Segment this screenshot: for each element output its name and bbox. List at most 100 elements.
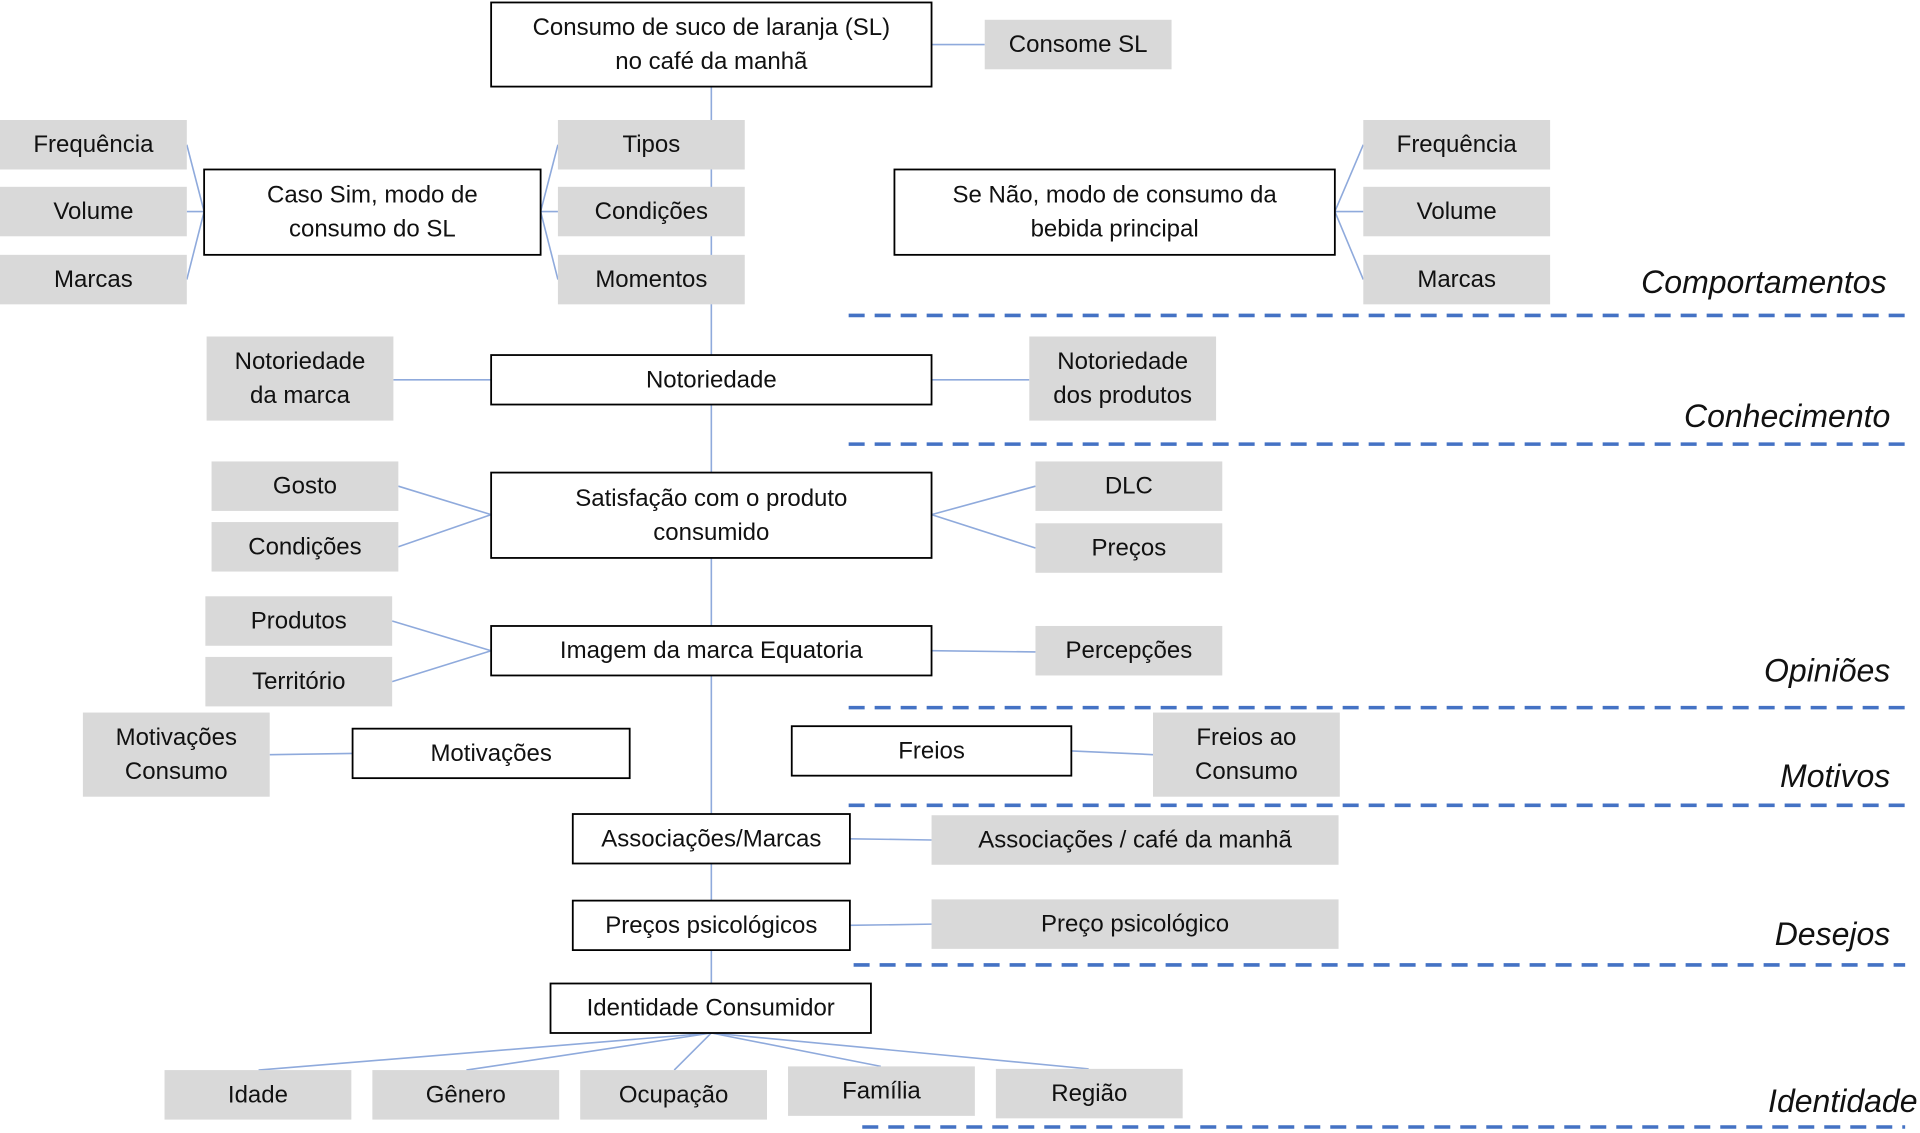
node-sim-momentos: Momentos bbox=[557, 254, 745, 305]
connector-line bbox=[1071, 750, 1154, 756]
node-tag bbox=[1363, 186, 1551, 237]
node-box bbox=[571, 899, 851, 952]
section-label-motivos: Motivos bbox=[1780, 758, 1890, 794]
node-label: Preços psicológicos bbox=[605, 912, 817, 939]
node-label: DLC bbox=[1105, 473, 1153, 500]
node-tag bbox=[211, 522, 399, 572]
connector-line bbox=[849, 923, 932, 927]
node-genero: Gênero bbox=[372, 1070, 560, 1120]
node-label: Freios ao bbox=[1196, 724, 1296, 751]
node-label: Momentos bbox=[595, 266, 707, 293]
node-label: Volume bbox=[1417, 198, 1497, 225]
node-label: Volume bbox=[53, 198, 133, 225]
node-label: Motivações bbox=[116, 724, 237, 751]
connector-line bbox=[539, 211, 559, 280]
connector-line bbox=[269, 752, 353, 756]
node-preco-psicologico: Preço psicológico bbox=[931, 899, 1339, 949]
node-nao-frequencia: Frequência bbox=[1363, 120, 1551, 170]
node-ocupacao: Ocupação bbox=[580, 1070, 768, 1120]
node-sim-marcas: Marcas bbox=[0, 254, 187, 305]
node-box bbox=[490, 354, 933, 406]
connector-line bbox=[539, 144, 559, 212]
node-tag bbox=[164, 1070, 352, 1120]
section-label-desejos: Desejos bbox=[1775, 916, 1891, 952]
connector-line bbox=[849, 837, 932, 841]
node-box bbox=[790, 725, 1073, 777]
node-box bbox=[490, 471, 933, 559]
section-label-opinioes: Opiniões bbox=[1764, 653, 1890, 689]
node-box bbox=[571, 813, 851, 865]
node-precos: Preços bbox=[1035, 523, 1223, 573]
node-tag bbox=[557, 186, 745, 237]
node-label: Território bbox=[252, 668, 345, 695]
node-sim-volume: Volume bbox=[0, 186, 187, 237]
connector-line bbox=[258, 1032, 712, 1071]
node-tag bbox=[931, 899, 1339, 949]
node-label: Condições bbox=[248, 533, 361, 560]
node-label: Marcas bbox=[1417, 266, 1496, 293]
node-label: Produtos bbox=[251, 608, 347, 635]
node-sim-tipos: Tipos bbox=[557, 120, 745, 170]
node-percepcoes: Percepções bbox=[1035, 625, 1223, 676]
node-label: Motivações bbox=[430, 740, 551, 767]
node-label: Gosto bbox=[273, 473, 337, 500]
node-label: Ocupação bbox=[619, 1081, 728, 1108]
connector-line bbox=[931, 649, 1036, 653]
node-label: Frequência bbox=[1397, 131, 1518, 158]
connector-line bbox=[673, 1032, 712, 1071]
connector-lines bbox=[186, 43, 1365, 1071]
node-label: Associações / café da manhã bbox=[978, 827, 1292, 854]
node-sat-condicoes: Condições bbox=[211, 522, 399, 572]
node-tag bbox=[1363, 120, 1551, 170]
node-label: Região bbox=[1051, 1080, 1127, 1107]
node-label: Associações/Marcas bbox=[601, 825, 821, 852]
node-label: Imagem da marca Equatoria bbox=[560, 637, 863, 664]
node-label: Identidade Consumidor bbox=[587, 995, 835, 1022]
node-tag bbox=[984, 19, 1172, 70]
node-label: consumido bbox=[653, 519, 769, 546]
node-label: Notoriedade bbox=[235, 348, 366, 375]
node-box bbox=[351, 727, 631, 780]
node-tag bbox=[1035, 461, 1223, 511]
node-tag bbox=[1035, 523, 1223, 573]
node-label: Notoriedade bbox=[646, 366, 777, 393]
node-sim-frequencia: Frequência bbox=[0, 120, 187, 170]
connector-line bbox=[711, 1032, 1089, 1070]
node-familia: Família bbox=[788, 1066, 975, 1116]
node-label: da marca bbox=[250, 382, 351, 409]
node-label: Consumo bbox=[125, 758, 228, 785]
node-tag bbox=[788, 1066, 975, 1116]
node-associacoes: Associações/Marcas bbox=[571, 813, 851, 865]
node-label: Família bbox=[842, 1078, 921, 1105]
node-freios: Freios bbox=[790, 725, 1073, 777]
node-label: Se Não, modo de consumo da bbox=[953, 182, 1278, 209]
node-label: Freios bbox=[898, 737, 965, 764]
node-label: Marcas bbox=[54, 266, 133, 293]
node-label: Preço psicológico bbox=[1041, 911, 1229, 938]
diagram-nodes: Consumo de suco de laranja (SL)no café d… bbox=[0, 1, 1551, 1120]
node-label: Consumo de suco de laranja (SL) bbox=[533, 14, 891, 41]
node-notoriedade-marca: Notoriedade da marca bbox=[206, 336, 394, 421]
node-notoriedade: Notoriedade bbox=[490, 354, 933, 406]
node-associacoes-cafe: Associações / café da manhã bbox=[931, 815, 1339, 865]
node-label: Consome SL bbox=[1009, 31, 1148, 58]
node-label: Frequência bbox=[33, 131, 154, 158]
connector-line bbox=[398, 485, 492, 516]
section-labels: ComportamentosConhecimentoOpiniõesMotivo… bbox=[1641, 264, 1917, 1119]
node-tag bbox=[995, 1068, 1183, 1119]
connector-line bbox=[391, 649, 492, 683]
node-idade: Idade bbox=[164, 1070, 352, 1120]
node-label: Satisfação com o produto bbox=[575, 485, 847, 512]
node-box bbox=[203, 168, 542, 256]
section-label-comportamentos: Comportamentos bbox=[1641, 264, 1886, 300]
node-motivacoes: Motivações bbox=[351, 727, 631, 780]
node-tag bbox=[0, 120, 187, 170]
node-tag bbox=[206, 336, 394, 421]
node-tag bbox=[557, 254, 745, 305]
node-nao-volume: Volume bbox=[1363, 186, 1551, 237]
node-root: Consumo de suco de laranja (SL)no café d… bbox=[490, 1, 933, 88]
